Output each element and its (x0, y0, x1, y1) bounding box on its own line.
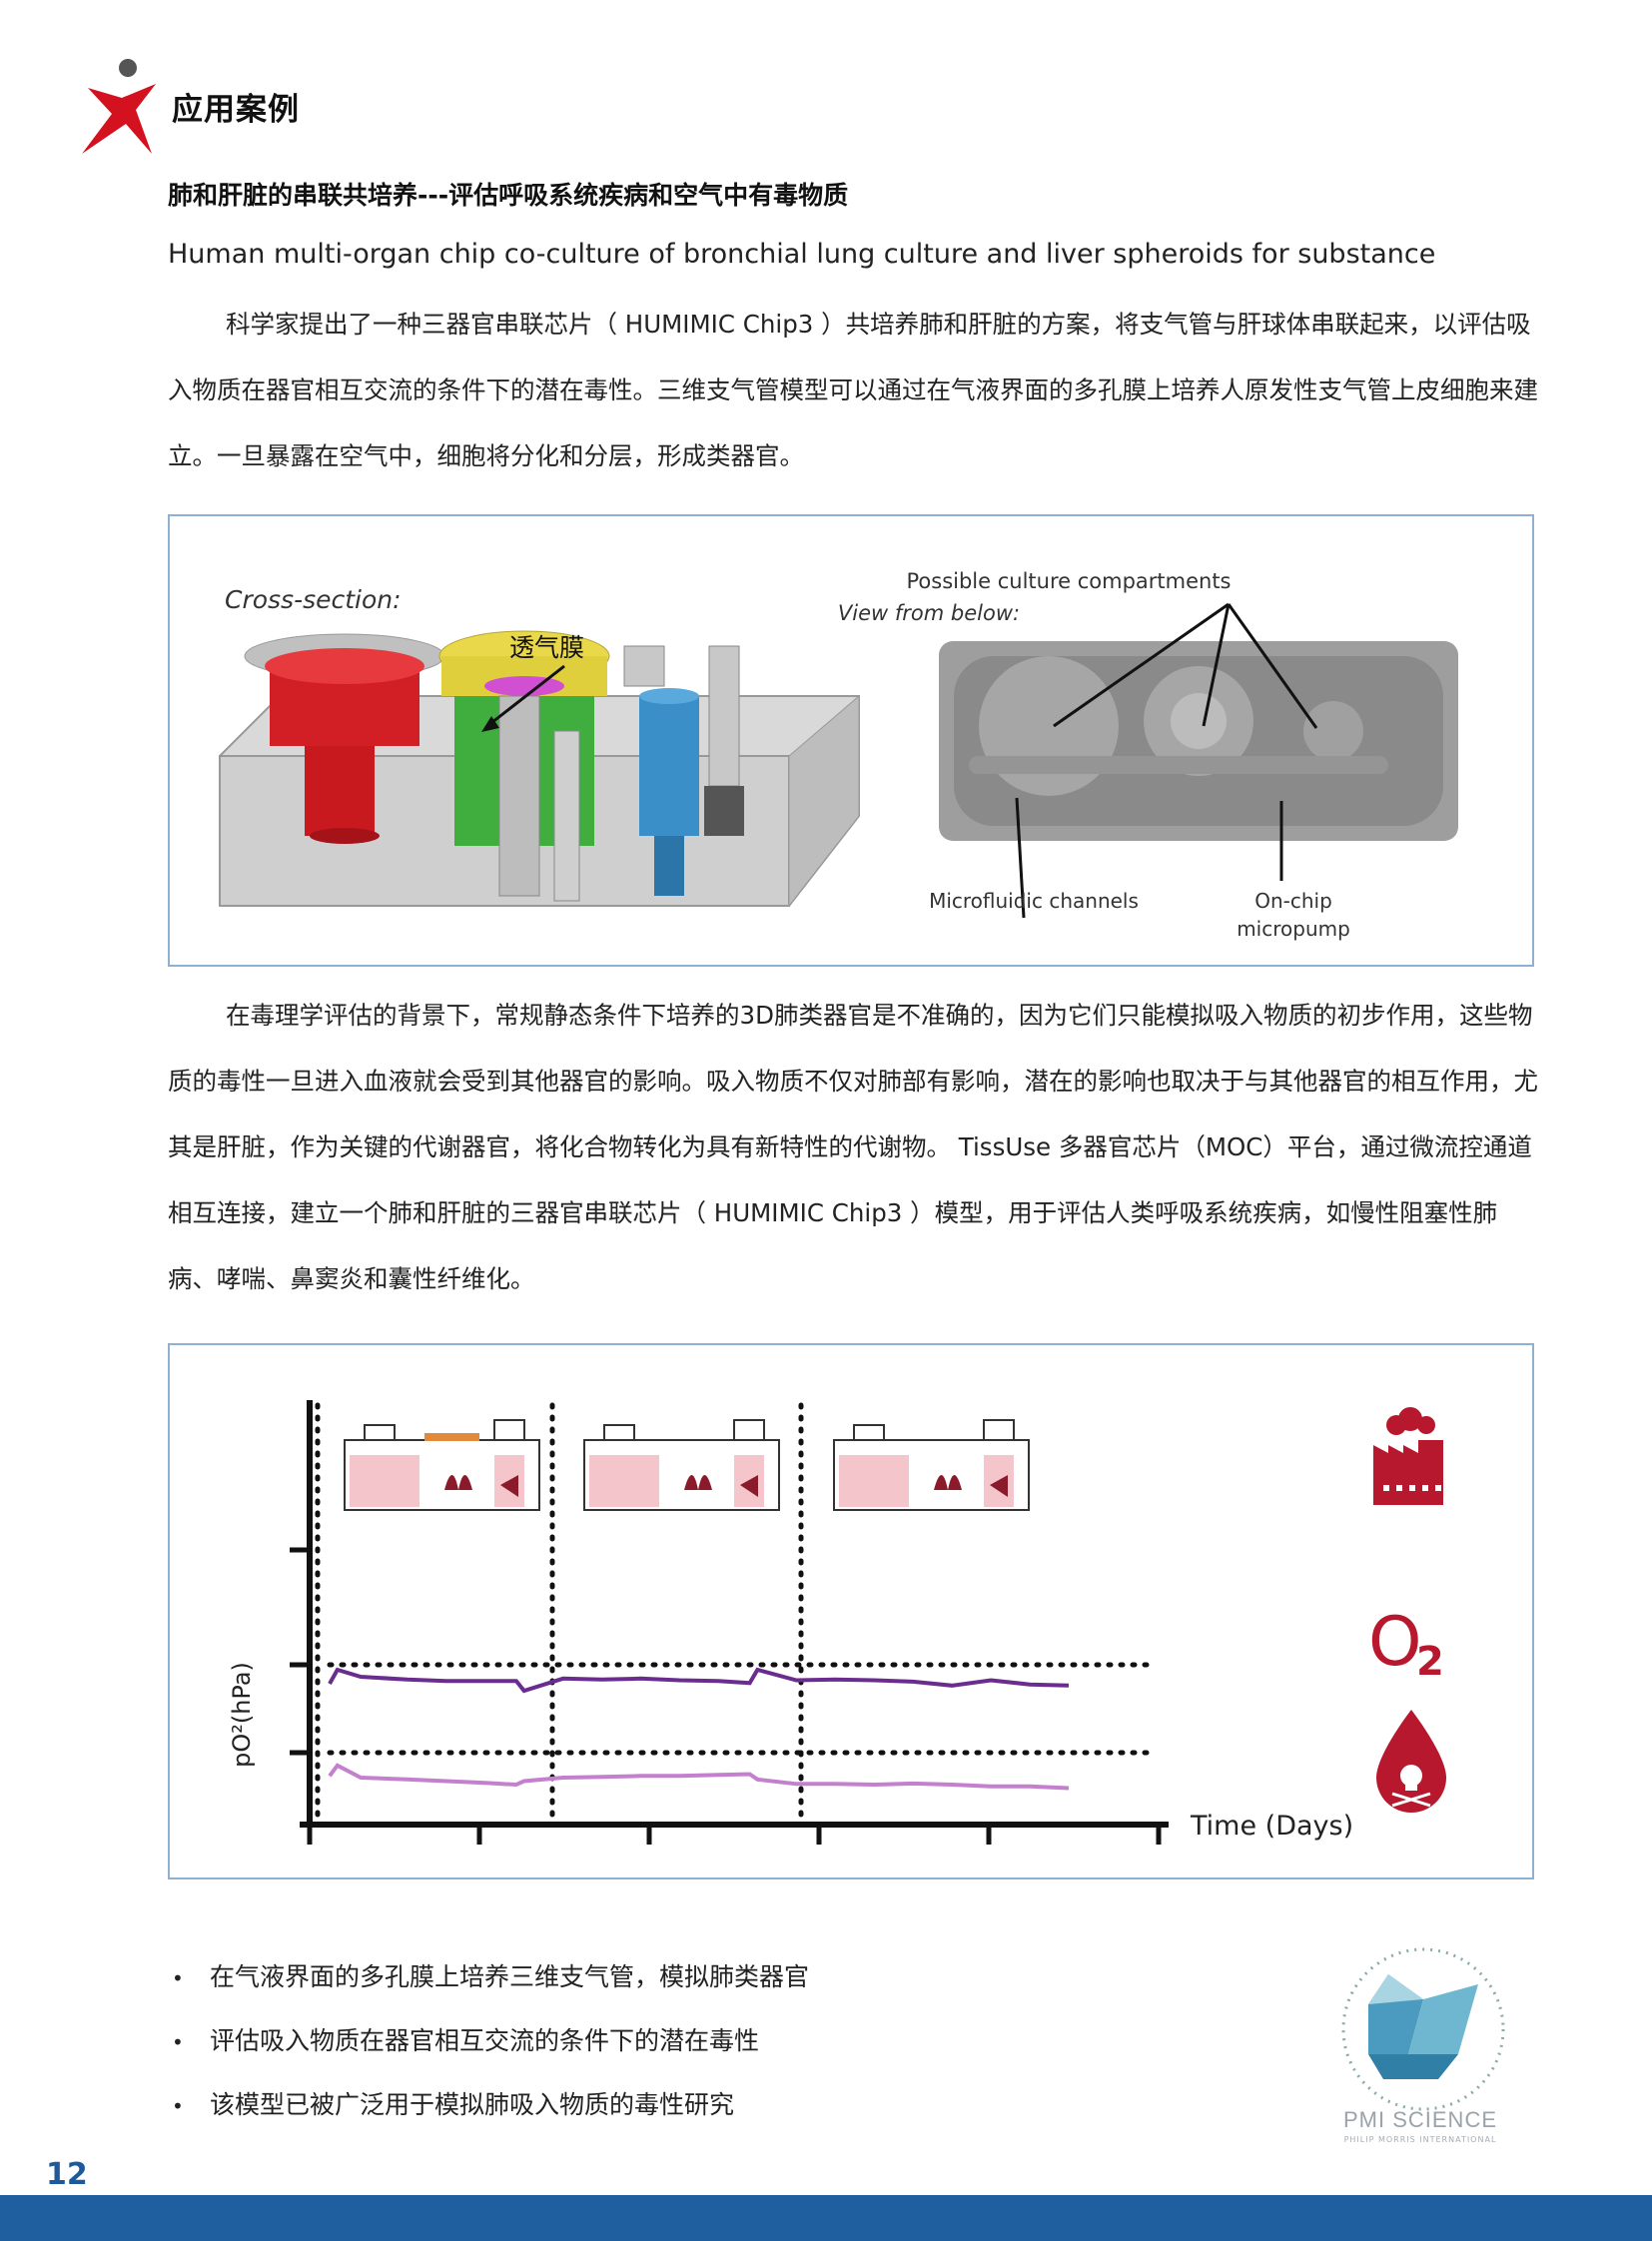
toxic-drop-icon (1376, 1710, 1446, 1813)
blue-compartment (639, 696, 699, 836)
series-line-light (328, 1763, 1070, 1791)
reference-lines (327, 1662, 1152, 1756)
series-line-dark (328, 1667, 1070, 1694)
brand-name: PMI SCIENCE (1342, 2107, 1498, 2132)
microfluidic-channels-label: Microfluidic channels (929, 889, 1139, 913)
paragraph-context: 在毒理学评估的背景下，常规静态条件下培养的3D肺类器官是不准确的，因为它们只能模… (168, 1001, 1538, 1293)
figure-oxygen-chart: pO²(hPa) Time (Days) O 2 (168, 1343, 1534, 1879)
factory-icon (1373, 1407, 1443, 1505)
section-title: 应用案例 (172, 92, 300, 128)
oxygen-icon: O 2 (1368, 1603, 1444, 1685)
chip-3d-model (219, 630, 860, 908)
footer-bar (0, 2195, 1652, 2241)
y-ticks (290, 1547, 310, 1756)
chip-pictograms (344, 1419, 1030, 1511)
phase-dividers (315, 1402, 804, 1823)
list-item: •评估吸入物质在器官相互交流的条件下的潜在毒性 (172, 2026, 760, 2055)
brand-subtitle: PHILIP MORRIS INTERNATIONAL (1343, 2135, 1497, 2144)
page-number: 12 (46, 2157, 88, 2192)
brand-logo-icon (82, 59, 156, 154)
article-title-en: Human multi-organ chip co-culture of bro… (168, 239, 1436, 270)
svg-text:O: O (1368, 1603, 1422, 1682)
compartments-label: Possible culture compartments (906, 569, 1231, 593)
svg-text:2: 2 (1416, 1639, 1444, 1685)
compartment-arrows (1015, 602, 1318, 919)
cross-section-label: Cross-section: (225, 585, 402, 614)
x-axis-label: Time (Days) (1190, 1811, 1353, 1842)
list-item: •在气液界面的多孔膜上培养三维支气管，模拟肺类器官 (172, 1962, 810, 1991)
paragraph-intro: 科学家提出了一种三器官串联芯片（ HUMIMIC Chip3 ）共培养肺和肝脏的… (168, 310, 1538, 470)
x-ticks (307, 1825, 1162, 1845)
key-points-list: •在气液界面的多孔膜上培养三维支气管，模拟肺类器官 •评估吸入物质在器官相互交流… (172, 1945, 809, 2137)
membrane-arrowhead-icon (481, 716, 499, 732)
pump-label-line1: On-chip (1254, 889, 1332, 913)
pump-label-line2: micropump (1237, 917, 1350, 941)
list-item: •该模型已被广泛用于模拟肺吸入物质的毒性研究 (172, 2090, 735, 2119)
membrane-label: 透气膜 (509, 633, 584, 662)
chip-bottom-view (939, 641, 1458, 841)
view-below-label: View from below: (838, 601, 1020, 625)
article-title-cn: 肺和肝脏的串联共培养---评估呼吸系统疾病和空气中有毒物质 (168, 181, 849, 210)
membrane-arrow-icon (486, 664, 565, 728)
figure-chip-cross-section: Cross-section: (168, 514, 1534, 967)
y-axis-label: pO²(hPa) (228, 1662, 256, 1768)
pmi-science-logo-icon (1341, 1947, 1505, 2111)
